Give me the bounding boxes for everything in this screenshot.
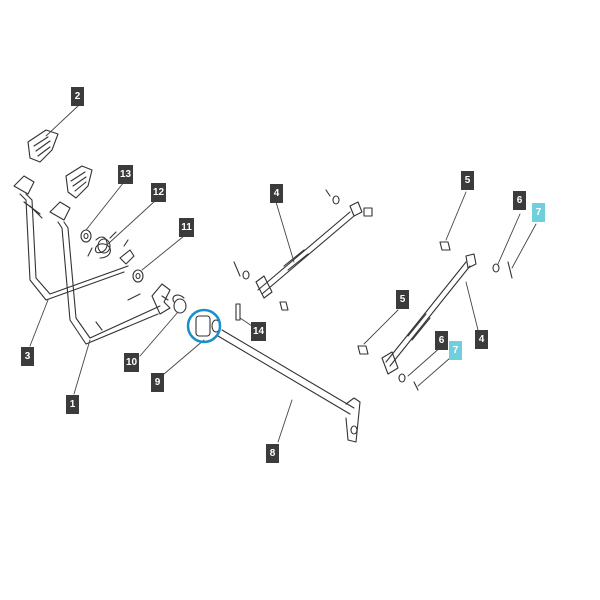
callout-11: 11 [179, 218, 194, 237]
spring-12 [87, 231, 117, 259]
bracket-10 [151, 283, 171, 315]
bushing-pair [127, 269, 144, 301]
washer-13 [80, 229, 92, 243]
callout-3: 3 [21, 347, 34, 366]
callout-13: 13 [118, 165, 133, 184]
callout-1: 1 [66, 395, 79, 414]
callout-14: 14 [251, 322, 266, 341]
pedal-pad-right [65, 165, 93, 199]
callout-10: 10 [124, 353, 139, 372]
callout-5-upper: 5 [461, 171, 474, 190]
callout-4-upper: 4 [270, 184, 283, 203]
rod-assembly-4-upper [233, 189, 373, 311]
pedal-arm-1 [49, 201, 161, 345]
callout-6-upper: 6 [513, 191, 526, 210]
highlight-ring [186, 308, 222, 344]
pin-14 [235, 303, 241, 321]
callout-8: 8 [266, 444, 279, 463]
leader-lines [29, 105, 537, 443]
callout-7-upper: 7 [532, 203, 545, 222]
callout-7-lower: 7 [449, 341, 462, 360]
shaft-8 [217, 329, 361, 443]
clip-11 [119, 239, 135, 265]
callout-5-lower: 5 [396, 290, 409, 309]
callout-12: 12 [151, 183, 166, 202]
rod-assembly-4-lower [357, 241, 513, 391]
callout-9: 9 [151, 373, 164, 392]
callout-6-lower: 6 [435, 331, 448, 350]
callout-2: 2 [71, 87, 84, 106]
callout-4-lower: 4 [475, 330, 488, 349]
bushing-9 [195, 315, 221, 337]
spring-clip [172, 294, 187, 314]
pedal-arm-3 [13, 175, 129, 301]
pedal-pad-left [27, 129, 59, 163]
